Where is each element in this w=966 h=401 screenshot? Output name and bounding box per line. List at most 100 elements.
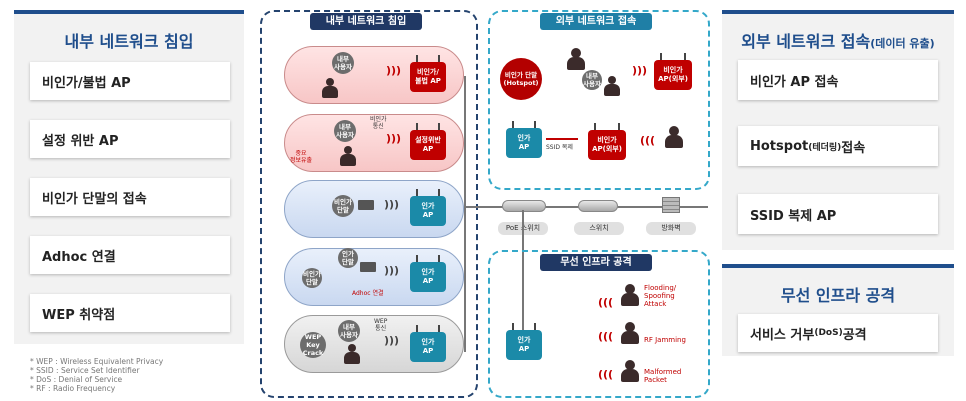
note-rf: * RF : Radio Frequency (30, 384, 116, 393)
row1-user-text: 내부 사용자 (334, 55, 352, 71)
row4-dev2-circle: 비인가 단말 (302, 268, 322, 288)
row3-authorized-ap: 인가 AP (410, 189, 446, 226)
attack2-wave-icon: ((( (598, 330, 614, 343)
switch-label: 스위치 (574, 222, 624, 235)
row5-key-circle: WEP Key Crack (300, 332, 326, 358)
left-panel: 내부 네트워크 침입 비인가/불법 AP 설정 위반 AP 비인가 단말의 접속… (14, 10, 244, 344)
external-wave-icon: ))) (632, 64, 648, 77)
poe-switch-icon (502, 200, 546, 212)
row3-device-circle: 비인가 단말 (332, 195, 354, 217)
left-item-1: 설정 위반 AP (30, 120, 230, 158)
external-user-circle: 내부 사용자 (582, 70, 602, 90)
row2-leak-label: 중요 정보유출 (290, 150, 313, 164)
right-infra-item-label: 서비스 거부 (750, 327, 815, 343)
row1-user-circle: 내부 사용자 (332, 52, 354, 74)
external-access-label: 외부 네트워크 접속 (540, 13, 652, 30)
row4-authorized-ap: 인가 AP (410, 255, 446, 292)
row4-dev1-text: 인가 단말 (342, 250, 354, 266)
infra-attack-box (488, 250, 710, 398)
attack3-hacker-icon (620, 360, 640, 382)
right-item-1-small: (테더링) (808, 142, 842, 153)
row1-wave-icon: ))) (386, 64, 402, 77)
right-item-0-label: 비인가 AP 접속 (750, 74, 839, 90)
right-item-1-label: Hotspot (750, 138, 809, 154)
row4-wave-icon: ))) (384, 264, 400, 277)
infra-attack-label: 무선 인프라 공격 (540, 254, 652, 271)
left-item-4: WEP 취약점 (30, 294, 230, 332)
row4-laptop-icon (360, 262, 376, 272)
attack1-hacker-icon (620, 284, 640, 306)
right-item-1-tail: 접속 (841, 140, 866, 156)
attack2-label: RF Jamming (644, 336, 686, 344)
right-item-0: 비인가 AP 접속 (738, 60, 938, 100)
ssid-wave-icon: ((( (640, 134, 656, 147)
row4-dev1-circle: 인가 단말 (338, 248, 358, 268)
ssid-hacker-icon (664, 126, 684, 148)
attack3-wave-icon: ((( (598, 368, 614, 381)
internal-intrusion-label: 내부 네트워크 침입 (310, 13, 422, 30)
row5-user-text: 내부 사용자 (340, 323, 358, 339)
firewall-icon (662, 197, 680, 213)
attack1-wave-icon: ((( (598, 296, 614, 309)
right-panel-external: 외부 네트워크 접속(데이터 유출) 비인가 AP 접속 Hotspot(테더링… (722, 10, 954, 250)
row2-user-icon (340, 146, 356, 166)
external-user-text: 내부 사용자 (583, 72, 601, 88)
right-infra-item-small: (DoS) (814, 328, 843, 338)
right-panel-infra: 무선 인프라 공격 서비스 거부(DoS) 공격 (722, 264, 954, 356)
internal-ap-bus (464, 76, 466, 352)
ssid-copy-label: SSID 복제 (546, 144, 573, 151)
switch-icon (578, 200, 618, 212)
right-title-main: 외부 네트워크 접속 (741, 32, 871, 51)
ssid-fake-ap: 비인가 AP(외부) (588, 123, 626, 160)
right-infra-item-tail: 공격 (842, 327, 867, 343)
row4-dev2-text: 비인가 단말 (303, 270, 321, 286)
infra-drop-line (522, 210, 524, 330)
right-title-small: (데이터 유출) (870, 37, 935, 50)
row4-adhoc-label: Adhoc 연결 (352, 290, 384, 297)
external-rogue-ap: 비인가 AP(외부) (654, 53, 692, 90)
row5-wave-icon: ))) (384, 334, 400, 347)
row1-rogue-ap: 비인가/ 불법 AP (410, 55, 446, 92)
attack3-label: Malformed Packet (644, 368, 682, 384)
external-hacker-icon (566, 48, 586, 70)
right-infra-item-0: 서비스 거부(DoS) 공격 (738, 314, 938, 352)
hotspot-device-text: 비인가 단말 (Hotspot) (503, 71, 539, 87)
row5-authorized-ap: 인가 AP (410, 325, 446, 362)
row2-user-text: 내부 사용자 (336, 123, 354, 139)
firewall-label: 방화벽 (646, 222, 696, 235)
abbreviation-notes: * WEP : Wireless Equivalent Privacy * SS… (30, 357, 163, 393)
row2-misconfigured-ap: 설정위반 AP (410, 123, 446, 160)
attack2-hacker-icon (620, 322, 640, 344)
infra-authorized-ap: 인가 AP (506, 323, 542, 360)
row5-comm-label: WEP 통신 (374, 318, 388, 332)
row3-wave-icon: ))) (384, 198, 400, 211)
external-access-box (488, 10, 710, 190)
row2-comm-label: 비인가 통신 (370, 116, 387, 130)
left-item-3: Adhoc 연결 (30, 236, 230, 274)
external-authorized-ap: 인가 AP (506, 121, 542, 158)
right-item-2: SSID 복제 AP (738, 194, 938, 234)
note-wep: * WEP : Wireless Equivalent Privacy (30, 357, 164, 366)
row3-laptop-icon (358, 200, 374, 210)
right-item-2-label: SSID 복제 AP (750, 208, 837, 224)
hotspot-device-circle: 비인가 단말 (Hotspot) (500, 58, 542, 100)
right-panel-infra-title: 무선 인프라 공격 (780, 286, 896, 305)
internal-intrusion-box (260, 10, 478, 398)
row2-wave-icon: ))) (386, 132, 402, 145)
row5-user-circle: 내부 사용자 (338, 320, 360, 342)
right-item-1: Hotspot(테더링) 접속 (738, 126, 938, 166)
row3-device-text: 비인가 단말 (334, 198, 352, 214)
left-item-0: 비인가/불법 AP (30, 62, 230, 100)
left-item-2: 비인가 단말의 접속 (30, 178, 230, 216)
row1-user-icon (322, 78, 338, 98)
external-user-icon (604, 76, 620, 96)
left-panel-title: 내부 네트워크 침입 (64, 32, 194, 51)
row5-key-text: WEP Key Crack (302, 333, 324, 357)
note-dos: * DoS : Denial of Service (30, 375, 123, 384)
note-ssid: * SSID : Service Set Identifier (30, 366, 140, 375)
ssid-arrow (546, 138, 578, 140)
right-panel-external-title: 외부 네트워크 접속(데이터 유출) (722, 28, 954, 52)
attack1-label: Flooding/ Spoofing Attack (644, 284, 677, 308)
row5-user-icon (344, 344, 360, 364)
row2-user-circle: 내부 사용자 (334, 120, 356, 142)
